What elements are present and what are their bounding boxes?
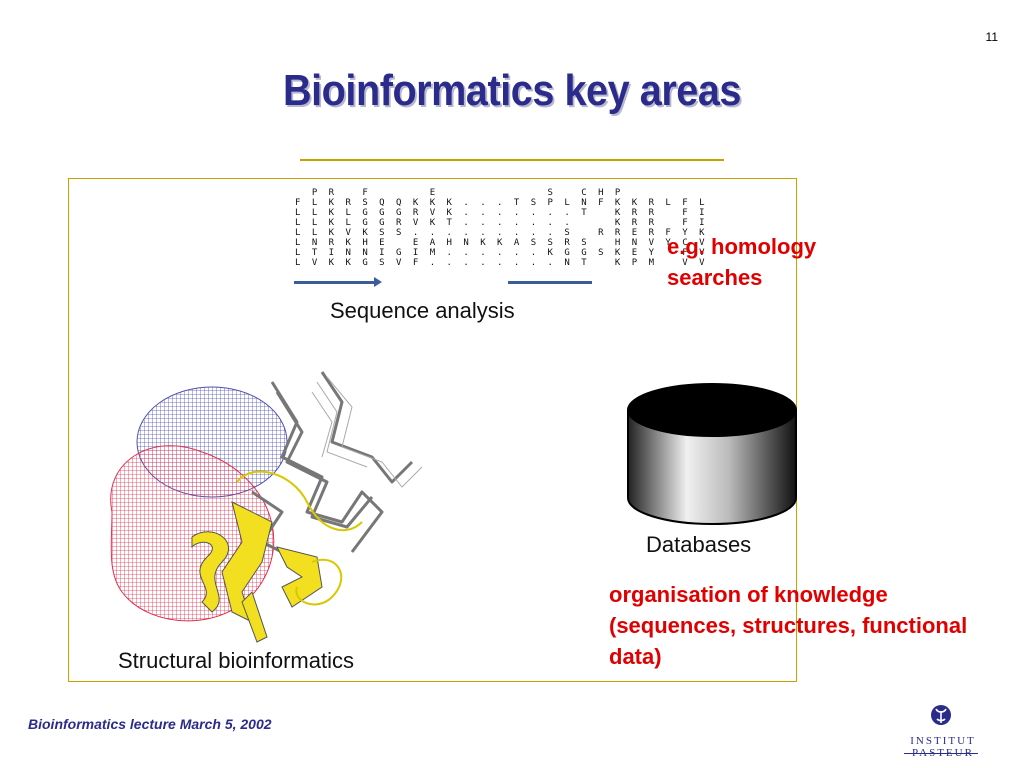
institut-pasteur-logo: [931, 705, 951, 725]
slide-title: Bioinformatics key areas: [282, 66, 742, 115]
alignment-arrow-right: [508, 281, 592, 284]
alignment-row: L N R K H E E A H N K K A S S R S H N V …: [295, 238, 708, 248]
homology-note: e.g. homology searches: [667, 234, 817, 290]
alignment-arrow-left: [294, 277, 382, 287]
alignment-row: F L K R S Q Q K K K . . . T S P L N F K …: [295, 198, 708, 208]
logo-text: INSTITUT PASTEUR: [910, 735, 976, 759]
alignment-row: L T I N N I G I M . . . . . . K G G S K …: [295, 248, 708, 258]
structural-bioinformatics-label: Structural bioinformatics: [118, 648, 354, 673]
alignment-header: P R F E S C H P: [295, 188, 624, 198]
slide-number: 11: [985, 30, 998, 44]
database-cylinder-icon: [627, 383, 797, 525]
alignment-row: L L K L G G G R V K . . . . . . . T K R …: [295, 208, 708, 218]
title-divider: [300, 159, 724, 161]
organisation-note: organisation of knowledge (sequences, st…: [609, 582, 968, 669]
alignment-row: L L K L G G R V K T . . . . . . . K R R …: [295, 218, 708, 228]
protein-structure-icon: [110, 371, 423, 643]
alignment-row: L L K V K S S . . . . . . . . . S R R E …: [295, 228, 708, 238]
footer-text: Bioinformatics lecture March 5, 2002: [28, 716, 272, 732]
logo-underline: [904, 753, 978, 754]
alignment-row: L V K K G S V F . . . . . . . . N T K P …: [295, 258, 708, 268]
databases-label: Databases: [646, 532, 752, 557]
sequence-alignment: P R F E S C H P F L K R S Q Q K K K . . …: [295, 188, 708, 268]
sequence-analysis-label: Sequence analysis: [330, 298, 515, 323]
